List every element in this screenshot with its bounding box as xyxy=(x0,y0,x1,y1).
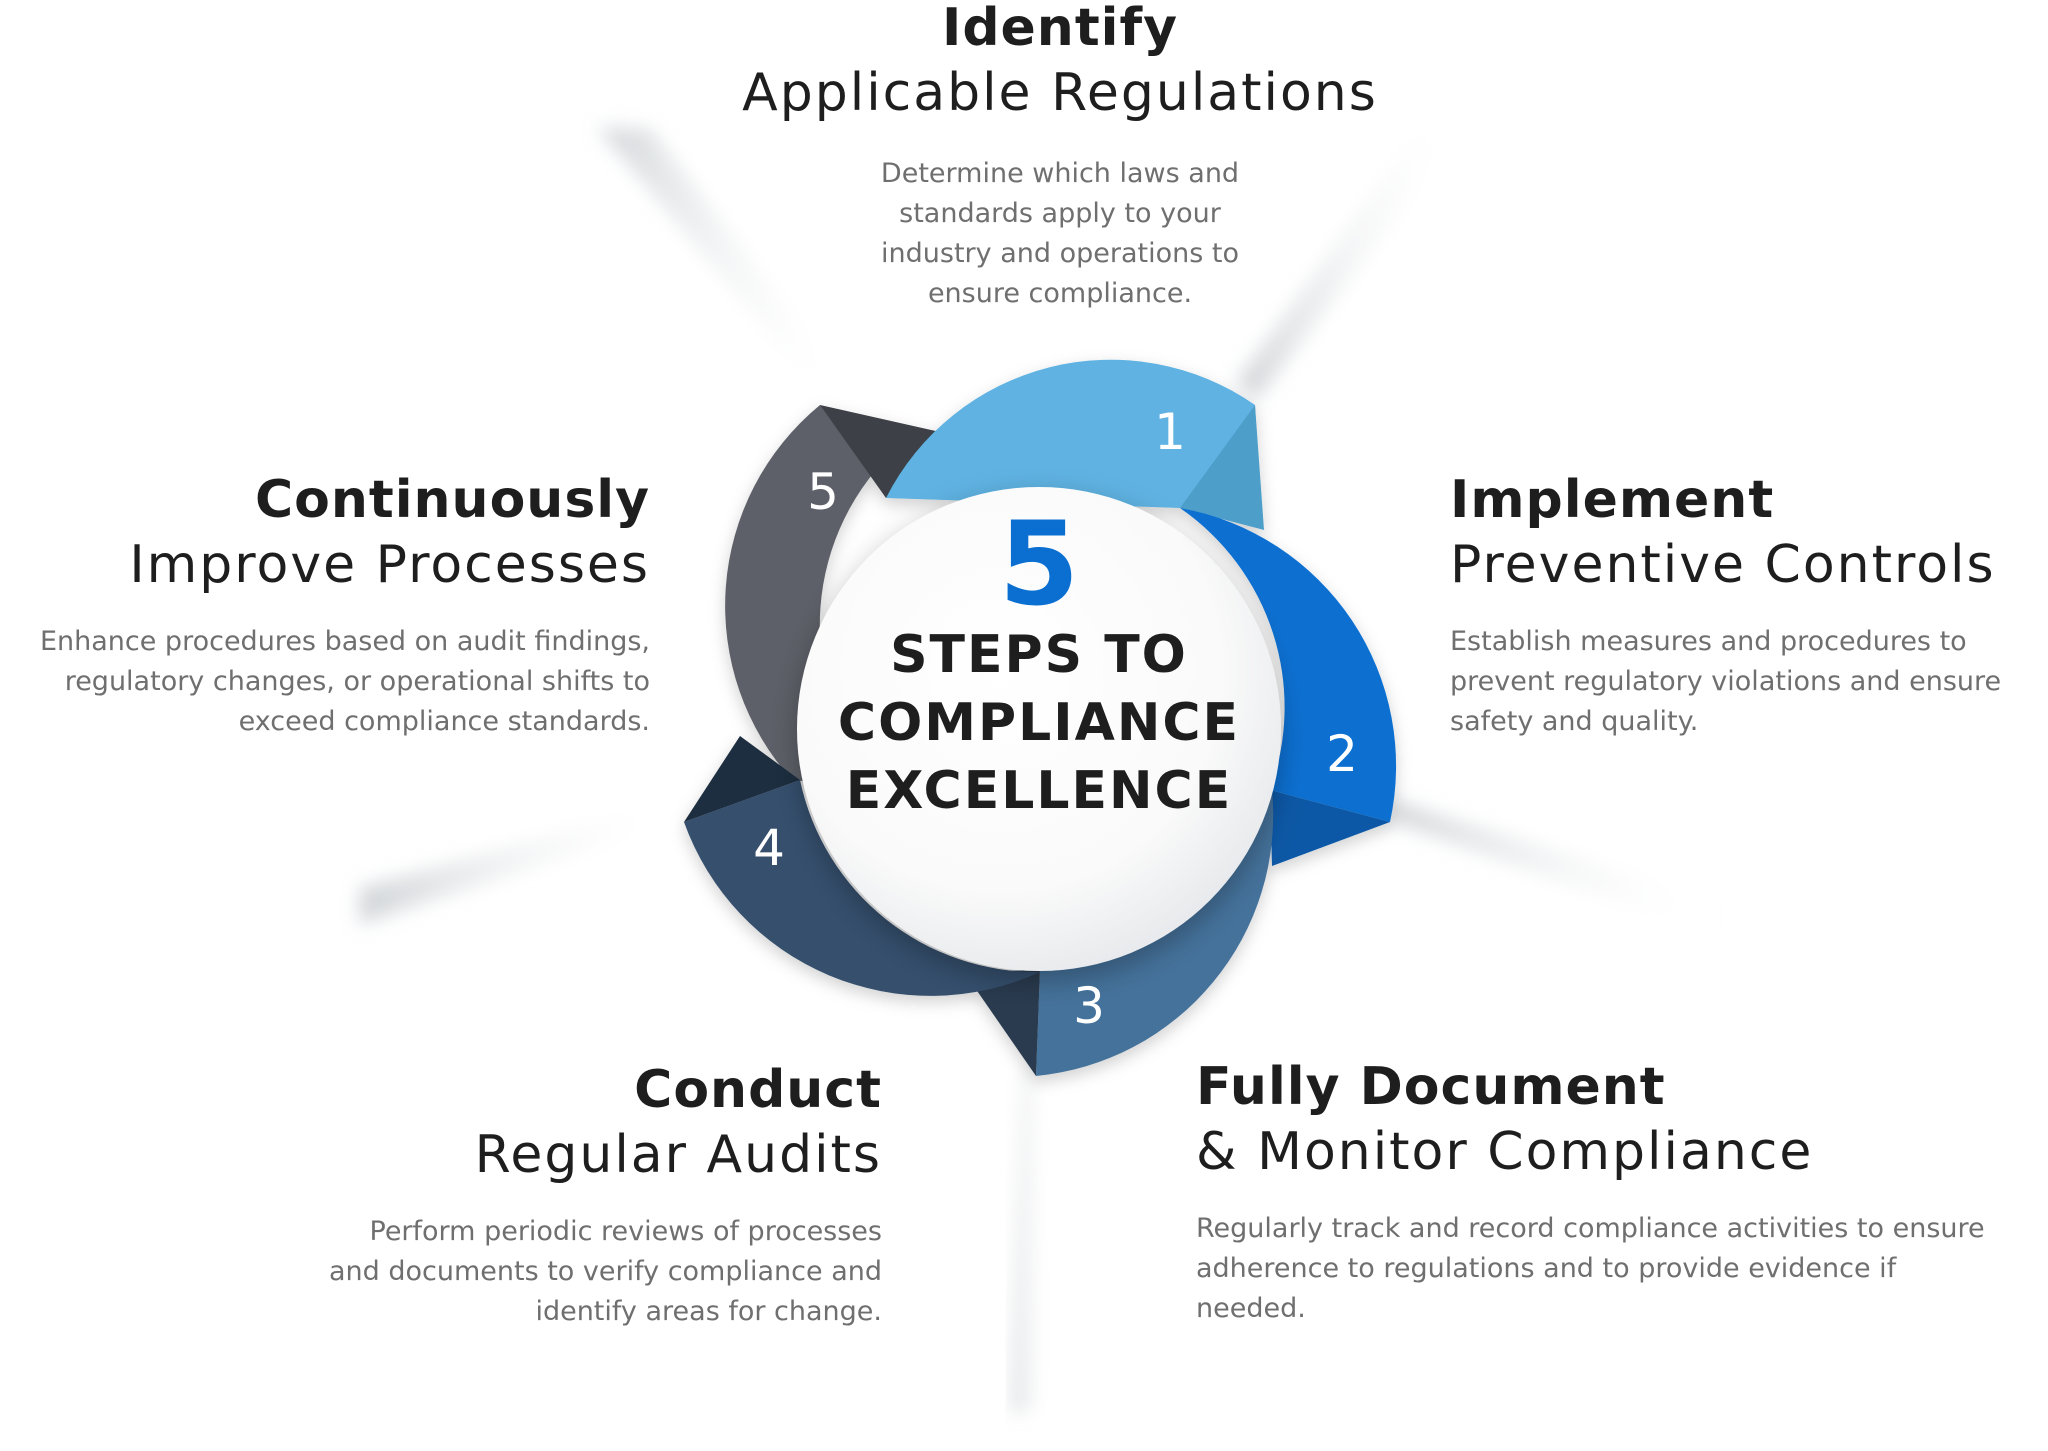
step-title: Conduct xyxy=(634,1060,882,1120)
hub-line: COMPLIANCE xyxy=(837,693,1241,753)
step-description: Regularly track and record compliance ac… xyxy=(1196,1213,1985,1324)
step-implement: Implement Preventive Controls Establish … xyxy=(1450,468,2048,742)
step-number-badge: 4 xyxy=(753,819,785,877)
step-title: Implement xyxy=(1450,470,1775,530)
step-description: Enhance procedures based on audit findin… xyxy=(39,626,650,737)
step-number-badge: 1 xyxy=(1154,403,1186,461)
step-title: Continuously xyxy=(254,470,650,530)
ring-segment-5 xyxy=(725,405,900,781)
divider-ray xyxy=(598,128,846,402)
divider-ray xyxy=(1236,128,1458,402)
step-improve: Continuously Improve Processes Enhance p… xyxy=(0,468,650,742)
ring-fold-2 xyxy=(1270,790,1390,866)
step-number-badge: 2 xyxy=(1326,725,1358,783)
ring-fold-1 xyxy=(1180,405,1264,530)
step-number-badge: 5 xyxy=(807,463,839,521)
step-title: Identify xyxy=(941,0,1179,58)
step-subtitle: Preventive Controls xyxy=(1450,535,1996,595)
step-subtitle: Improve Processes xyxy=(129,535,650,595)
hub-label: 5 STEPS TO COMPLIANCE EXCELLENCE xyxy=(797,487,1281,971)
step-description: Establish measures and procedures to pre… xyxy=(1450,626,2002,737)
divider-ray xyxy=(1388,800,1712,936)
ring-fold-3 xyxy=(964,970,1040,1076)
ring xyxy=(684,359,1397,1076)
ring-fold-5 xyxy=(820,405,940,498)
hub-line: EXCELLENCE xyxy=(845,761,1233,821)
ring-segment-2 xyxy=(1180,508,1397,822)
step-document: Fully Document & Monitor Compliance Regu… xyxy=(1196,1055,1996,1329)
step-description: Determine which laws and standards apply… xyxy=(880,158,1240,309)
ring-fold-4 xyxy=(684,736,800,822)
ring-segment-3 xyxy=(1036,790,1274,1076)
ring-segment-4 xyxy=(684,780,1040,996)
divider-ray xyxy=(360,800,682,924)
step-conduct: Conduct Regular Audits Perform periodic … xyxy=(290,1058,882,1332)
step-title: Fully Document xyxy=(1196,1057,1666,1117)
hub-number: 5 xyxy=(998,497,1080,632)
step-description: Perform periodic reviews of processes an… xyxy=(328,1216,882,1327)
hub-line: STEPS TO xyxy=(890,625,1188,685)
divider-ray xyxy=(1012,1070,1044,1412)
step-identify: Identify Applicable Regulations Determin… xyxy=(640,0,1480,314)
divider-rays xyxy=(360,128,1712,1412)
step-number-badge: 3 xyxy=(1073,977,1105,1035)
hub-circle xyxy=(797,487,1281,971)
step-subtitle: Applicable Regulations xyxy=(742,63,1378,123)
step-subtitle: Regular Audits xyxy=(474,1125,882,1185)
step-subtitle: & Monitor Compliance xyxy=(1196,1122,1814,1182)
ring-segment-1 xyxy=(886,359,1260,508)
